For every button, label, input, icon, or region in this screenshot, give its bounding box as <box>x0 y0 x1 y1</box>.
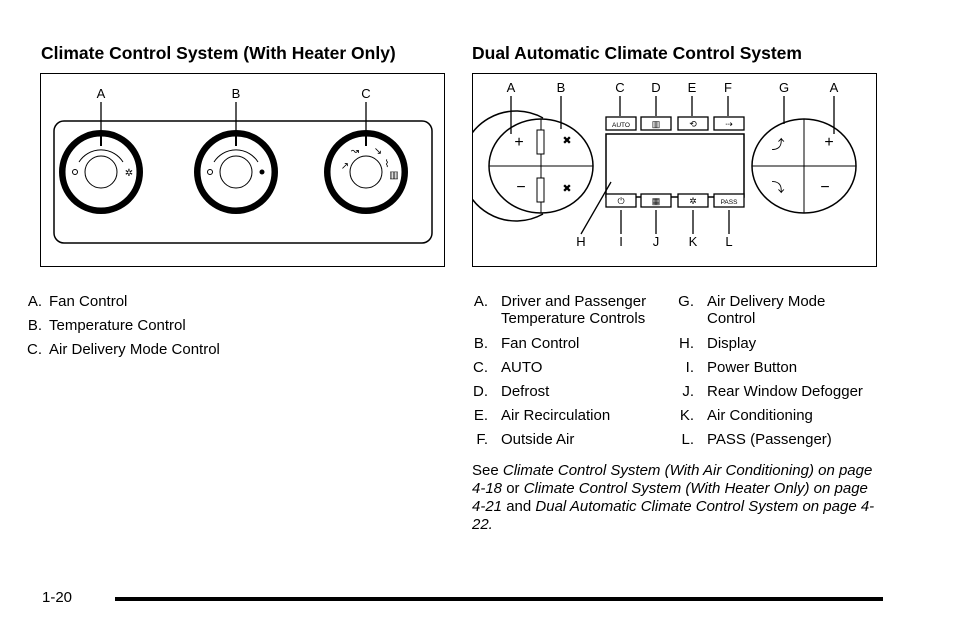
pass-button: PASS <box>721 199 739 206</box>
heading-heater-only: Climate Control System (With Heater Only… <box>41 43 396 63</box>
ac-icon: ✲ <box>689 196 697 206</box>
footer-rule <box>115 597 883 601</box>
see-also-paragraph: See Climate Control System (With Air Con… <box>472 462 875 533</box>
heading-dual-automatic: Dual Automatic Climate Control System <box>472 43 802 63</box>
callout-k: K <box>689 234 698 249</box>
link-ref-4-21[interactable]: Climate Control System (With Heater Only… <box>472 480 868 515</box>
vent-icon: ↗ <box>341 161 349 172</box>
heater-only-figure: A B C ✲ <box>40 73 445 267</box>
recirculation-icon: ⟲ <box>689 119 697 129</box>
callout-j: J <box>653 234 660 249</box>
callout-a-left: A <box>507 80 516 95</box>
callout-i: I <box>619 234 623 249</box>
defog-icon: ⌇ <box>385 159 390 170</box>
mode-down-icon: ⤵ <box>771 180 784 195</box>
mode-up-icon: ⤴ <box>771 137 784 152</box>
temperature-control-knob <box>194 130 278 214</box>
defrost-icon: ▥ <box>389 170 398 181</box>
callout-c: C <box>361 86 370 101</box>
callout-d: D <box>651 80 660 95</box>
fan-control-knob: ✲ <box>59 130 143 214</box>
power-icon: ⏻ <box>617 196 624 206</box>
callout-l: L <box>725 234 732 249</box>
control-panel-outline <box>53 120 433 244</box>
svg-text:+: + <box>514 134 523 151</box>
svg-text:−: − <box>516 179 525 196</box>
link-ref-4-22[interactable]: Dual Automatic Climate Control System on… <box>472 498 875 533</box>
callout-a-right: A <box>830 80 839 95</box>
rear-defogger-icon: ▦ <box>652 196 661 206</box>
fan-down-icon: ✖ <box>562 183 571 195</box>
callout-f: F <box>724 80 732 95</box>
link-ref-4-18[interactable]: Climate Control System (With Air Conditi… <box>472 462 873 497</box>
fan-up-icon: ✖ <box>562 135 571 147</box>
callout-e: E <box>688 80 697 95</box>
dual-automatic-figure: A B C D E F G A + − ✖ ✖ <box>472 73 877 267</box>
callout-g: G <box>779 80 789 95</box>
callout-a: A <box>97 86 106 101</box>
defrost-icon: ▥ <box>652 119 661 129</box>
auto-button: AUTO <box>612 122 630 129</box>
outside-air-icon: ⇢ <box>725 119 733 129</box>
callout-b: B <box>557 80 566 95</box>
bi-level-icon: ↝ <box>351 146 360 157</box>
svg-text:−: − <box>820 179 829 196</box>
callout-b: B <box>232 86 241 101</box>
fan-icon: ✲ <box>125 168 133 179</box>
display <box>605 133 745 198</box>
floor-icon: ↘ <box>374 146 382 157</box>
callout-h: H <box>576 234 585 249</box>
air-delivery-mode-knob: ↗ ↝ ↘ ⌇ ▥ <box>324 130 408 214</box>
svg-text:+: + <box>824 134 833 151</box>
page-number: 1-20 <box>42 589 73 606</box>
callout-c: C <box>615 80 624 95</box>
